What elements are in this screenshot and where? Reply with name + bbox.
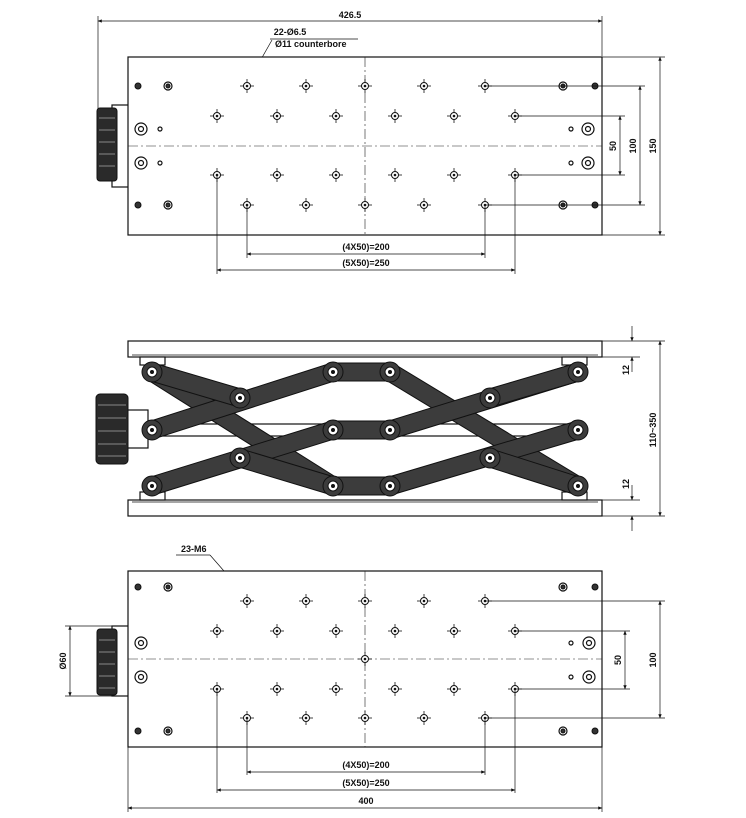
base-plate <box>127 499 603 517</box>
counterbore-hole <box>299 198 313 212</box>
holes-callout-line2: Ø11 counterbore <box>275 39 347 49</box>
pivot-joint <box>229 387 251 409</box>
knob-diameter-label: Ø60 <box>58 652 68 669</box>
upper-plate <box>127 340 603 358</box>
bottom-knob <box>96 628 118 696</box>
pivot-joint <box>141 419 163 441</box>
top-view: 426.5 22-Ø6.5 Ø11 counterbore <box>96 10 665 274</box>
counterbore-hole <box>329 168 343 182</box>
bv-pitch-250-label: (5X50)=250 <box>342 778 389 788</box>
dim-150-label: 150 <box>648 138 658 153</box>
threaded-hole <box>358 594 372 608</box>
side-knob <box>95 393 129 465</box>
pivot-joint <box>322 419 344 441</box>
pivot-joint <box>379 361 401 383</box>
pivot-joint <box>379 475 401 497</box>
knob <box>96 107 118 182</box>
dim-100-label: 100 <box>628 138 638 153</box>
counterbore-hole <box>210 109 224 123</box>
overall-width-label: 426.5 <box>339 10 362 20</box>
pitch-200-label: (4X50)=200 <box>342 242 389 252</box>
counterbore-hole <box>240 79 254 93</box>
counterbore-hole <box>388 168 402 182</box>
pivot-joint <box>379 419 401 441</box>
pivot-joint <box>567 419 589 441</box>
height-range-label: 110~350 <box>648 413 658 448</box>
threaded-hole <box>270 682 284 696</box>
dim-50-label: 50 <box>608 141 618 151</box>
counterbore-hole <box>417 79 431 93</box>
counterbore-hole <box>388 109 402 123</box>
pivot-joint <box>479 447 501 469</box>
threaded-hole <box>210 624 224 638</box>
counterbore-hole <box>358 79 372 93</box>
plate-thickness-bottom-label: 12 <box>621 479 631 489</box>
pivot-joint <box>229 447 251 469</box>
pitch-250-label: (5X50)=250 <box>342 258 389 268</box>
threaded-hole <box>417 594 431 608</box>
bottom-view: 23-M6 Ø60 <box>58 544 665 812</box>
bv-dim-100-label: 100 <box>648 652 658 667</box>
counterbore-hole <box>270 109 284 123</box>
scissor-arm <box>486 362 582 408</box>
threaded-hole <box>299 711 313 725</box>
threaded-hole <box>329 682 343 696</box>
corner-hole <box>134 82 142 90</box>
pivot-joint <box>141 475 163 497</box>
bv-pitch-200-label: (4X50)=200 <box>342 760 389 770</box>
threaded-hole-grid <box>210 594 522 725</box>
pivot-joint <box>567 475 589 497</box>
threaded-hole <box>447 682 461 696</box>
counterbore-hole <box>329 109 343 123</box>
counterbore-hole <box>299 79 313 93</box>
counterbore-hole <box>447 168 461 182</box>
base-width-label: 400 <box>358 796 373 806</box>
scissor-arms <box>141 361 589 497</box>
threaded-hole <box>417 711 431 725</box>
bv-dim-50-label: 50 <box>613 655 623 665</box>
pivot-joint <box>322 475 344 497</box>
thread-callout: 23-M6 <box>181 544 207 554</box>
threaded-hole <box>447 624 461 638</box>
pivot-joint <box>567 361 589 383</box>
threaded-hole <box>358 711 372 725</box>
threaded-hole <box>240 594 254 608</box>
pivot-joint <box>479 387 501 409</box>
plate-thickness-top-label: 12 <box>621 365 631 375</box>
counterbore-hole <box>417 198 431 212</box>
pivot-joint <box>322 361 344 383</box>
counterbore-hole <box>270 168 284 182</box>
threaded-hole <box>329 624 343 638</box>
threaded-hole <box>388 624 402 638</box>
threaded-hole <box>299 594 313 608</box>
threaded-hole <box>270 624 284 638</box>
counterbore-hole <box>358 198 372 212</box>
threaded-hole <box>358 652 372 666</box>
holes-callout-line1: 22-Ø6.5 <box>274 27 307 37</box>
threaded-hole <box>388 682 402 696</box>
counterbore-hole <box>447 109 461 123</box>
side-view: 12 12 110~350 <box>95 326 665 531</box>
pivot-joint <box>141 361 163 383</box>
